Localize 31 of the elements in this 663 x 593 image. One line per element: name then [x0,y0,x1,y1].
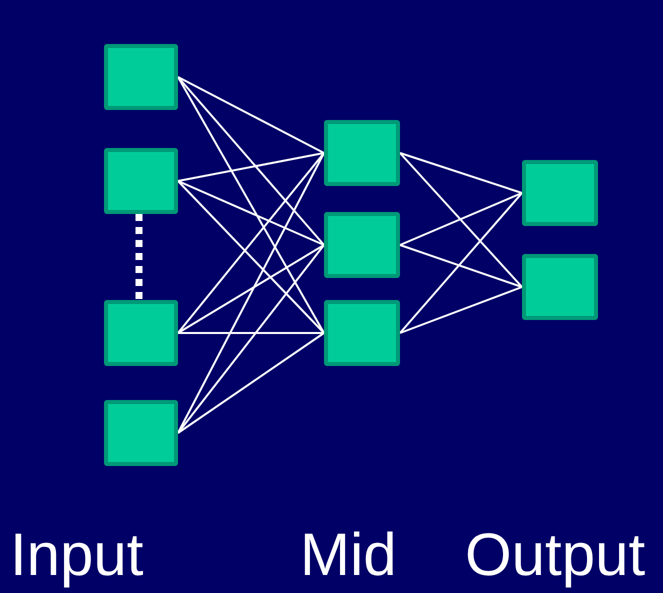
neuron-box [522,160,598,226]
neuron-box [104,300,178,366]
neuron-box [104,44,178,110]
connection-line [177,244,325,334]
connection-line [178,76,324,154]
connection-line [178,180,324,246]
connection-line [400,192,522,246]
connection-line [177,244,325,434]
connection-line [400,286,522,334]
dotted-line [136,214,142,300]
neuron-box [104,148,178,214]
connection-line [177,76,325,334]
connection-line [177,152,325,334]
connection-line [178,332,324,334]
neuron-box [324,212,400,278]
neuron-box [324,120,400,186]
layer-label: Input [10,522,144,588]
connection-line [177,332,325,434]
layer-label: Mid [300,522,397,588]
connection-line [178,152,324,182]
connection-line [177,180,325,334]
connection-line [177,152,325,434]
neuron-box [522,254,598,320]
neuron-box [104,400,178,466]
connection-line [177,76,325,246]
connection-line [399,152,523,288]
connection-line [400,152,522,194]
connection-line [399,192,523,334]
connection-line [400,244,522,288]
layer-label: Output [465,522,646,588]
neuron-box [324,300,400,366]
